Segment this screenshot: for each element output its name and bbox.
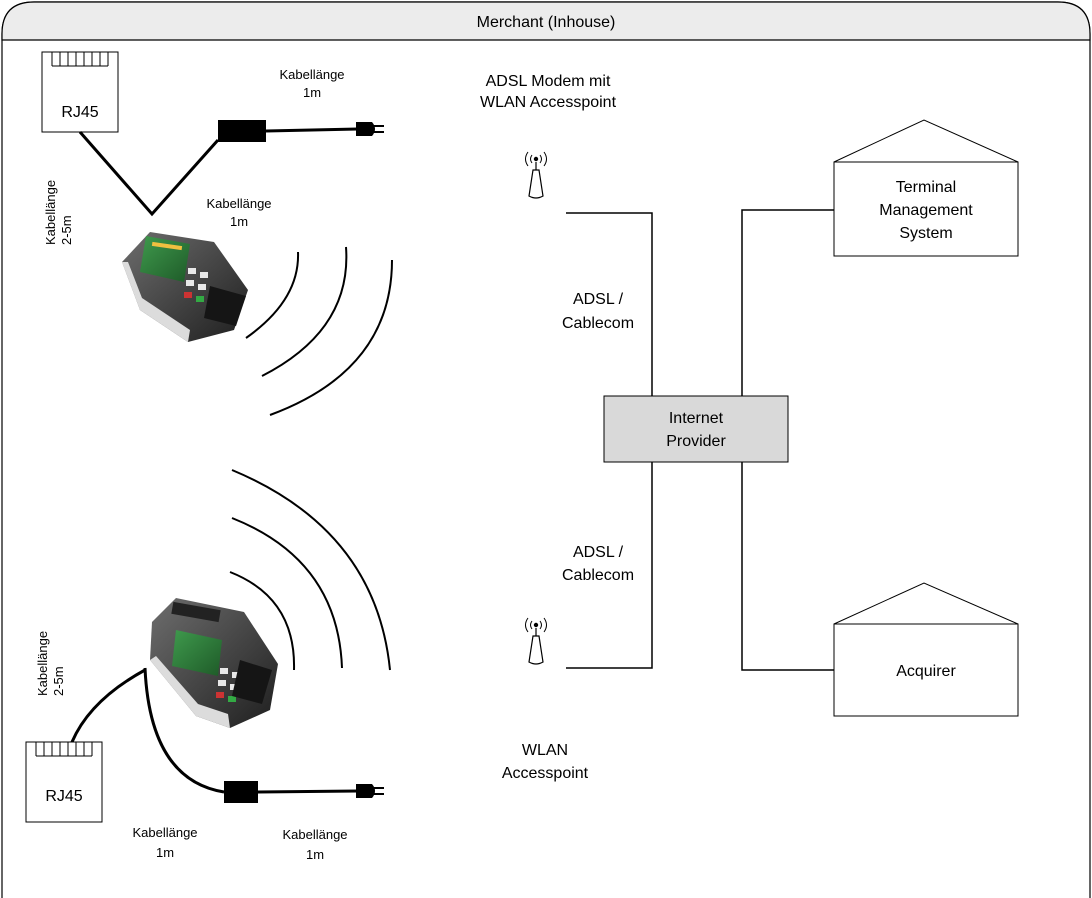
rj45-socket-bottom: RJ45 bbox=[25, 741, 103, 823]
accesspoint-label-2: Accesspoint bbox=[502, 765, 589, 782]
wireless-waves-bottom bbox=[229, 469, 391, 671]
merchant-frame-header bbox=[1, 1, 1091, 41]
tms-label-2: Management bbox=[879, 202, 973, 219]
cable-rj45-label-bottom-1: Kabellänge bbox=[35, 631, 50, 696]
internet-provider-label-1: Internet bbox=[669, 410, 724, 427]
cable-terminal-label-top-2: 1m bbox=[230, 214, 248, 229]
wireless-waves-top bbox=[245, 246, 393, 416]
cable-power-label-bottom-1: Kabellänge bbox=[282, 827, 347, 842]
rj45-socket-top: RJ45 bbox=[41, 51, 119, 133]
link-lower-label-1: ADSL / bbox=[573, 544, 624, 561]
tms-label-1: Terminal bbox=[896, 179, 956, 196]
cable-bottom-rj45 bbox=[70, 668, 146, 743]
cable-terminal-label-top-1: Kabellänge bbox=[206, 196, 271, 211]
antenna-icon-modem bbox=[525, 151, 547, 199]
link-lower-label-2: Cablecom bbox=[562, 567, 634, 584]
payment-terminal-bottom bbox=[150, 598, 278, 728]
payment-terminal-top bbox=[122, 232, 248, 342]
internet-provider-node: Internet Provider bbox=[603, 395, 789, 463]
antenna-icon-accesspoint bbox=[525, 617, 547, 665]
cable-bottom-plug bbox=[257, 789, 359, 794]
acquirer-label: Acquirer bbox=[896, 663, 956, 680]
rj45-label-bottom: RJ45 bbox=[45, 788, 82, 805]
power-plug-icon-bottom bbox=[356, 784, 384, 798]
cable-power-label-top-2: 1m bbox=[303, 85, 321, 100]
internet-provider-label-2: Provider bbox=[666, 433, 726, 450]
frame-title: Merchant (Inhouse) bbox=[477, 14, 616, 31]
cable-rj45-label-bottom-2: 2-5m bbox=[51, 666, 66, 696]
link-upper-label-1: ADSL / bbox=[573, 291, 624, 308]
cable-rj45-label-top-2: 2-5m bbox=[59, 215, 74, 245]
acquirer-node: Acquirer bbox=[833, 582, 1019, 717]
cable-rj45-label-top-1: Kabellänge bbox=[43, 180, 58, 245]
tms-label-3: System bbox=[899, 225, 952, 242]
network-links bbox=[566, 209, 838, 671]
power-plug-icon-top bbox=[356, 122, 384, 136]
cable-top-rj45 bbox=[78, 131, 220, 217]
power-adapter-top bbox=[218, 120, 266, 142]
cable-terminal-label-bottom-2: 1m bbox=[156, 845, 174, 860]
rj45-label-top: RJ45 bbox=[61, 104, 98, 121]
cable-power-label-top-1: Kabellänge bbox=[279, 67, 344, 82]
power-adapter-bottom bbox=[224, 781, 258, 803]
cable-power-label-bottom-2: 1m bbox=[306, 847, 324, 862]
cable-bottom-power bbox=[143, 667, 225, 794]
modem-label-1: ADSL Modem mit bbox=[486, 73, 611, 90]
modem-label-2: WLAN Accesspoint bbox=[480, 94, 617, 111]
tms-node: Terminal Management System bbox=[833, 119, 1019, 257]
link-upper-label-2: Cablecom bbox=[562, 315, 634, 332]
accesspoint-label-1: WLAN bbox=[522, 742, 568, 759]
cable-top-power bbox=[265, 127, 359, 133]
cable-terminal-label-bottom-1: Kabellänge bbox=[132, 825, 197, 840]
